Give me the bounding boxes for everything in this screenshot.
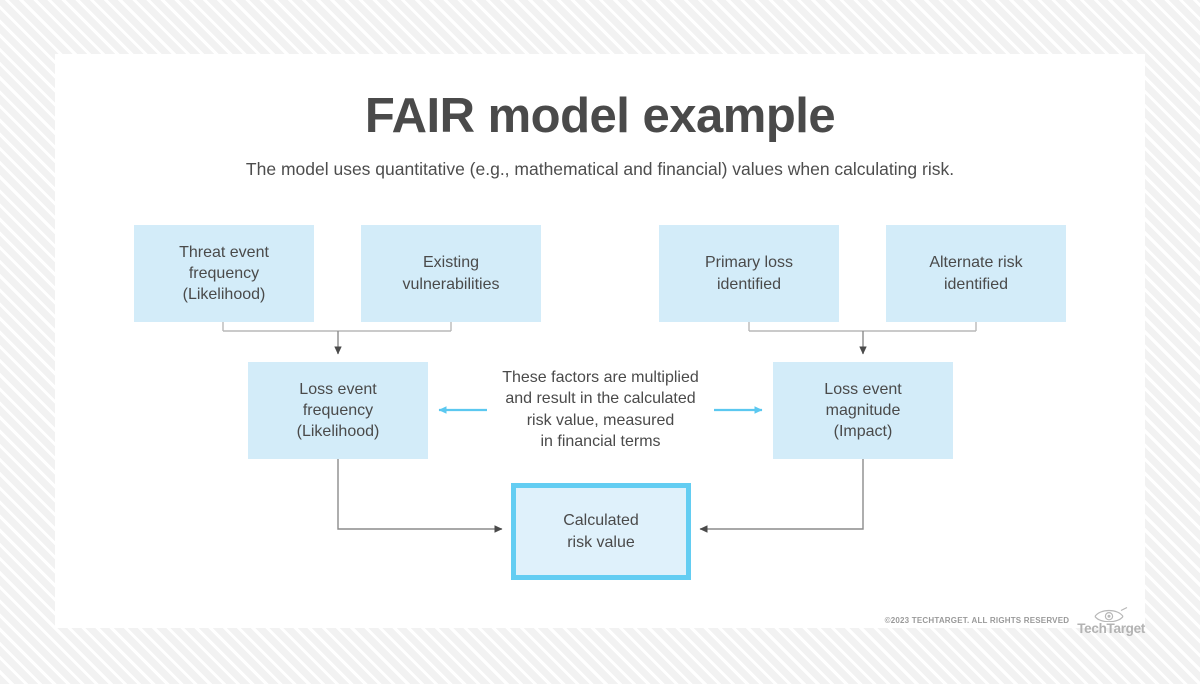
page-subtitle: The model uses quantitative (e.g., mathe… (245, 159, 955, 179)
box-line-2: identified (943, 275, 1009, 293)
box-alternate-risk-identified[interactable]: Alternate risk identified (886, 225, 1066, 322)
box-line-1: Existing (422, 254, 480, 272)
box-loss-event-frequency[interactable]: Loss event frequency (Likelihood) (248, 362, 428, 459)
box-line-1: Primary loss (704, 254, 793, 272)
footer: ©2023 TECHTARGET. ALL RIGHTS RESERVED Te… (880, 596, 1145, 644)
box-line-2: risk value (567, 533, 635, 551)
box-existing-vulnerabilities[interactable]: Existing vulnerabilities (361, 225, 541, 322)
box-line-1: Alternate risk (929, 254, 1023, 272)
page-title: FAIR model example (364, 89, 836, 143)
box-line-3: (Impact) (833, 423, 893, 441)
box-line-2: identified (716, 275, 782, 293)
box-loss-event-magnitude[interactable]: Loss event magnitude (Impact) (773, 362, 953, 459)
box-line-3: (Likelihood) (182, 286, 266, 304)
box-primary-loss-identified[interactable]: Primary loss identified (659, 225, 839, 322)
note-line-2: and result in the calculated (505, 390, 696, 408)
box-line-1: Threat event (179, 243, 269, 261)
box-line-2: magnitude (825, 401, 901, 419)
brand-wordmark: TechTarget (1077, 620, 1145, 636)
note-line-3: risk value, measured (526, 411, 675, 429)
box-calculated-risk-value[interactable]: Calculated risk value (511, 483, 691, 580)
center-explanatory-note: These factors are multiplied and result … (475, 367, 726, 452)
techtarget-logo: TechTarget (1077, 605, 1145, 636)
note-line-1: These factors are multiplied (502, 369, 699, 386)
box-line-3: (Likelihood) (296, 423, 380, 441)
eye-icon (1094, 606, 1128, 622)
box-line-1: Loss event (824, 380, 902, 398)
box-line-2: vulnerabilities (402, 275, 500, 293)
box-line-2: frequency (188, 264, 260, 282)
box-line-2: frequency (302, 401, 374, 419)
note-line-4: in financial terms (540, 432, 661, 450)
content-card: FAIR model example The model uses quanti… (55, 54, 1145, 628)
box-line-1: Calculated (563, 512, 639, 530)
box-line-1: Loss event (299, 380, 377, 398)
copyright-text: ©2023 TECHTARGET. ALL RIGHTS RESERVED (884, 615, 1070, 625)
box-threat-event-frequency[interactable]: Threat event frequency (Likelihood) (134, 225, 314, 322)
